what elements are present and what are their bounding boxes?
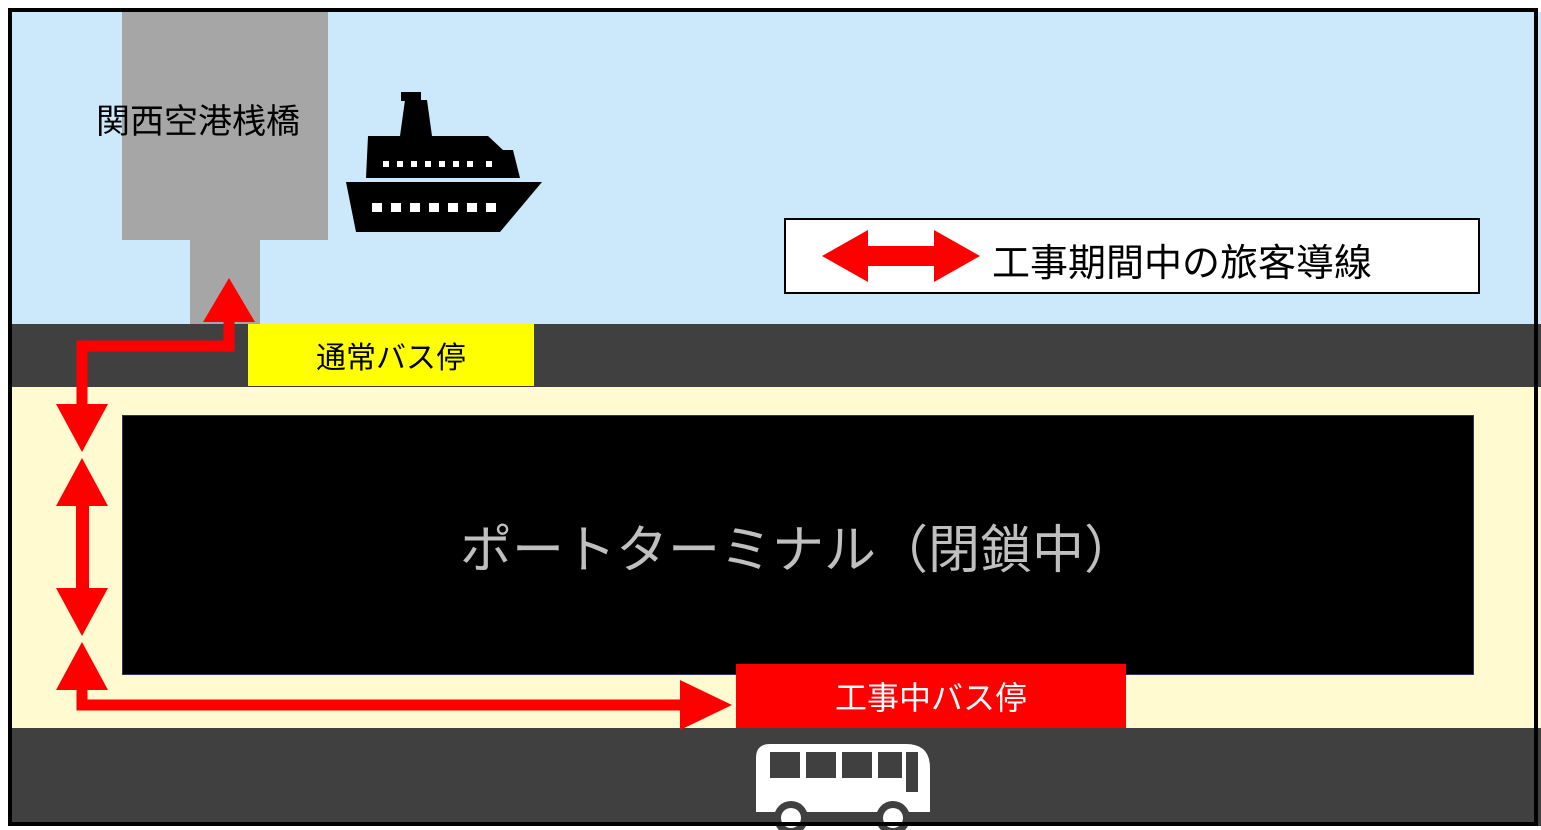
ship-icon (346, 92, 542, 232)
pier-label: 関西空港桟橋 (96, 102, 300, 142)
terminal-label: ポートターミナル（閉鎖中） (459, 520, 1136, 581)
route-arrowhead-temp-stop (680, 680, 732, 730)
bus-icon (756, 744, 930, 830)
legend-box: 工事期間中の旅客導線 (784, 218, 1480, 294)
pier-structure (122, 12, 328, 240)
route-arrowhead-down-west (56, 588, 108, 636)
route-west-walkway (76, 500, 89, 595)
double-arrow-icon (822, 230, 980, 282)
route-normal-stop-to-pier (76, 312, 235, 408)
route-arrowhead-up-west (56, 458, 108, 506)
legend-label: 工事期間中の旅客導線 (992, 241, 1373, 285)
port-terminal-building: ポートターミナル（閉鎖中） (122, 415, 1474, 675)
route-arrowhead-down-upper (56, 404, 108, 452)
temporary-bus-stop: 工事中バス停 (736, 664, 1126, 728)
route-arrowhead-pier (203, 278, 255, 322)
normal-bus-stop: 通常バス停 (248, 324, 534, 386)
route-arrowhead-up-lower (56, 642, 108, 690)
route-corner-to-temp-stop (76, 682, 690, 711)
